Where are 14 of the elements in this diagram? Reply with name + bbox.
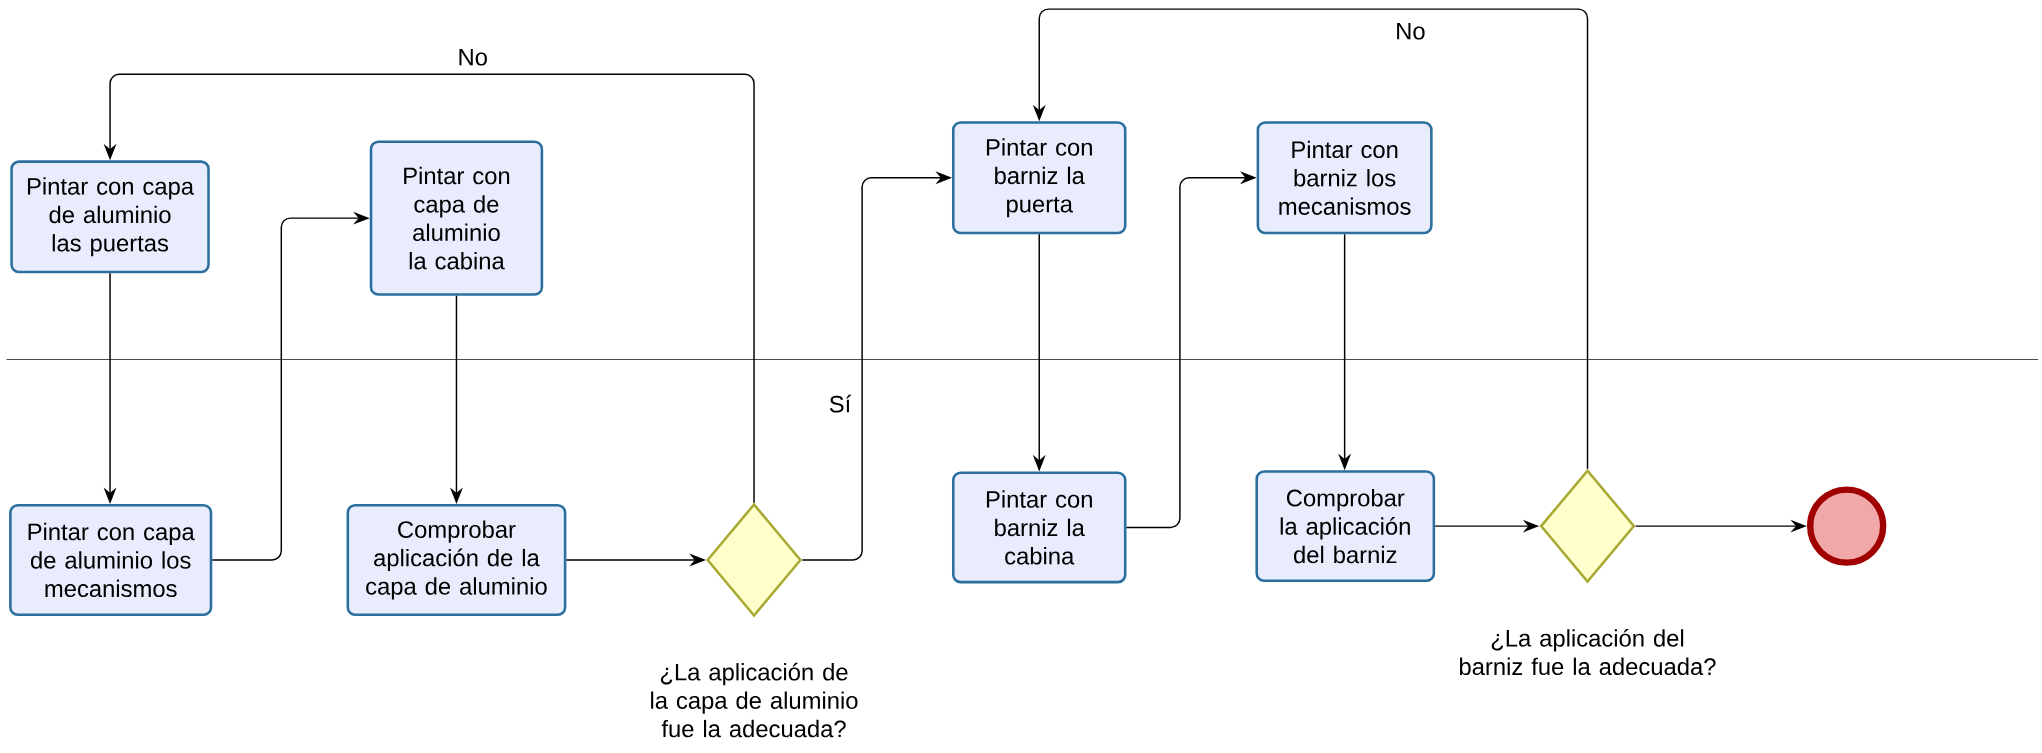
decision-label: ¿La aplicación del barniz fue la adecuada? (1460, 629, 1716, 676)
end-event-circle (1807, 486, 1887, 566)
edge-label: No (453, 45, 492, 70)
decision-label: ¿La aplicación de la capa de aluminio fue la adecuada? (651, 662, 858, 738)
process-box: Pintar con capa de aluminio los mecanismos (9, 504, 213, 617)
process-box: Pintar con barniz los mecanismos (1256, 121, 1433, 235)
process-box: Comprobar aplicación de la capa de aluminio (346, 504, 567, 617)
process-box: Pintar con capa de aluminio las puertas (10, 160, 210, 274)
process-box: Pintar con capa de aluminio la cabina (369, 140, 544, 296)
process-box: Pintar con barniz la cabina (952, 471, 1127, 584)
edge-label: Sí (825, 391, 855, 417)
edge-label: No (1391, 19, 1430, 44)
process-box: Pintar con barniz la puerta (952, 121, 1127, 235)
process-box: Comprobar la aplicación del barniz (1255, 470, 1436, 583)
